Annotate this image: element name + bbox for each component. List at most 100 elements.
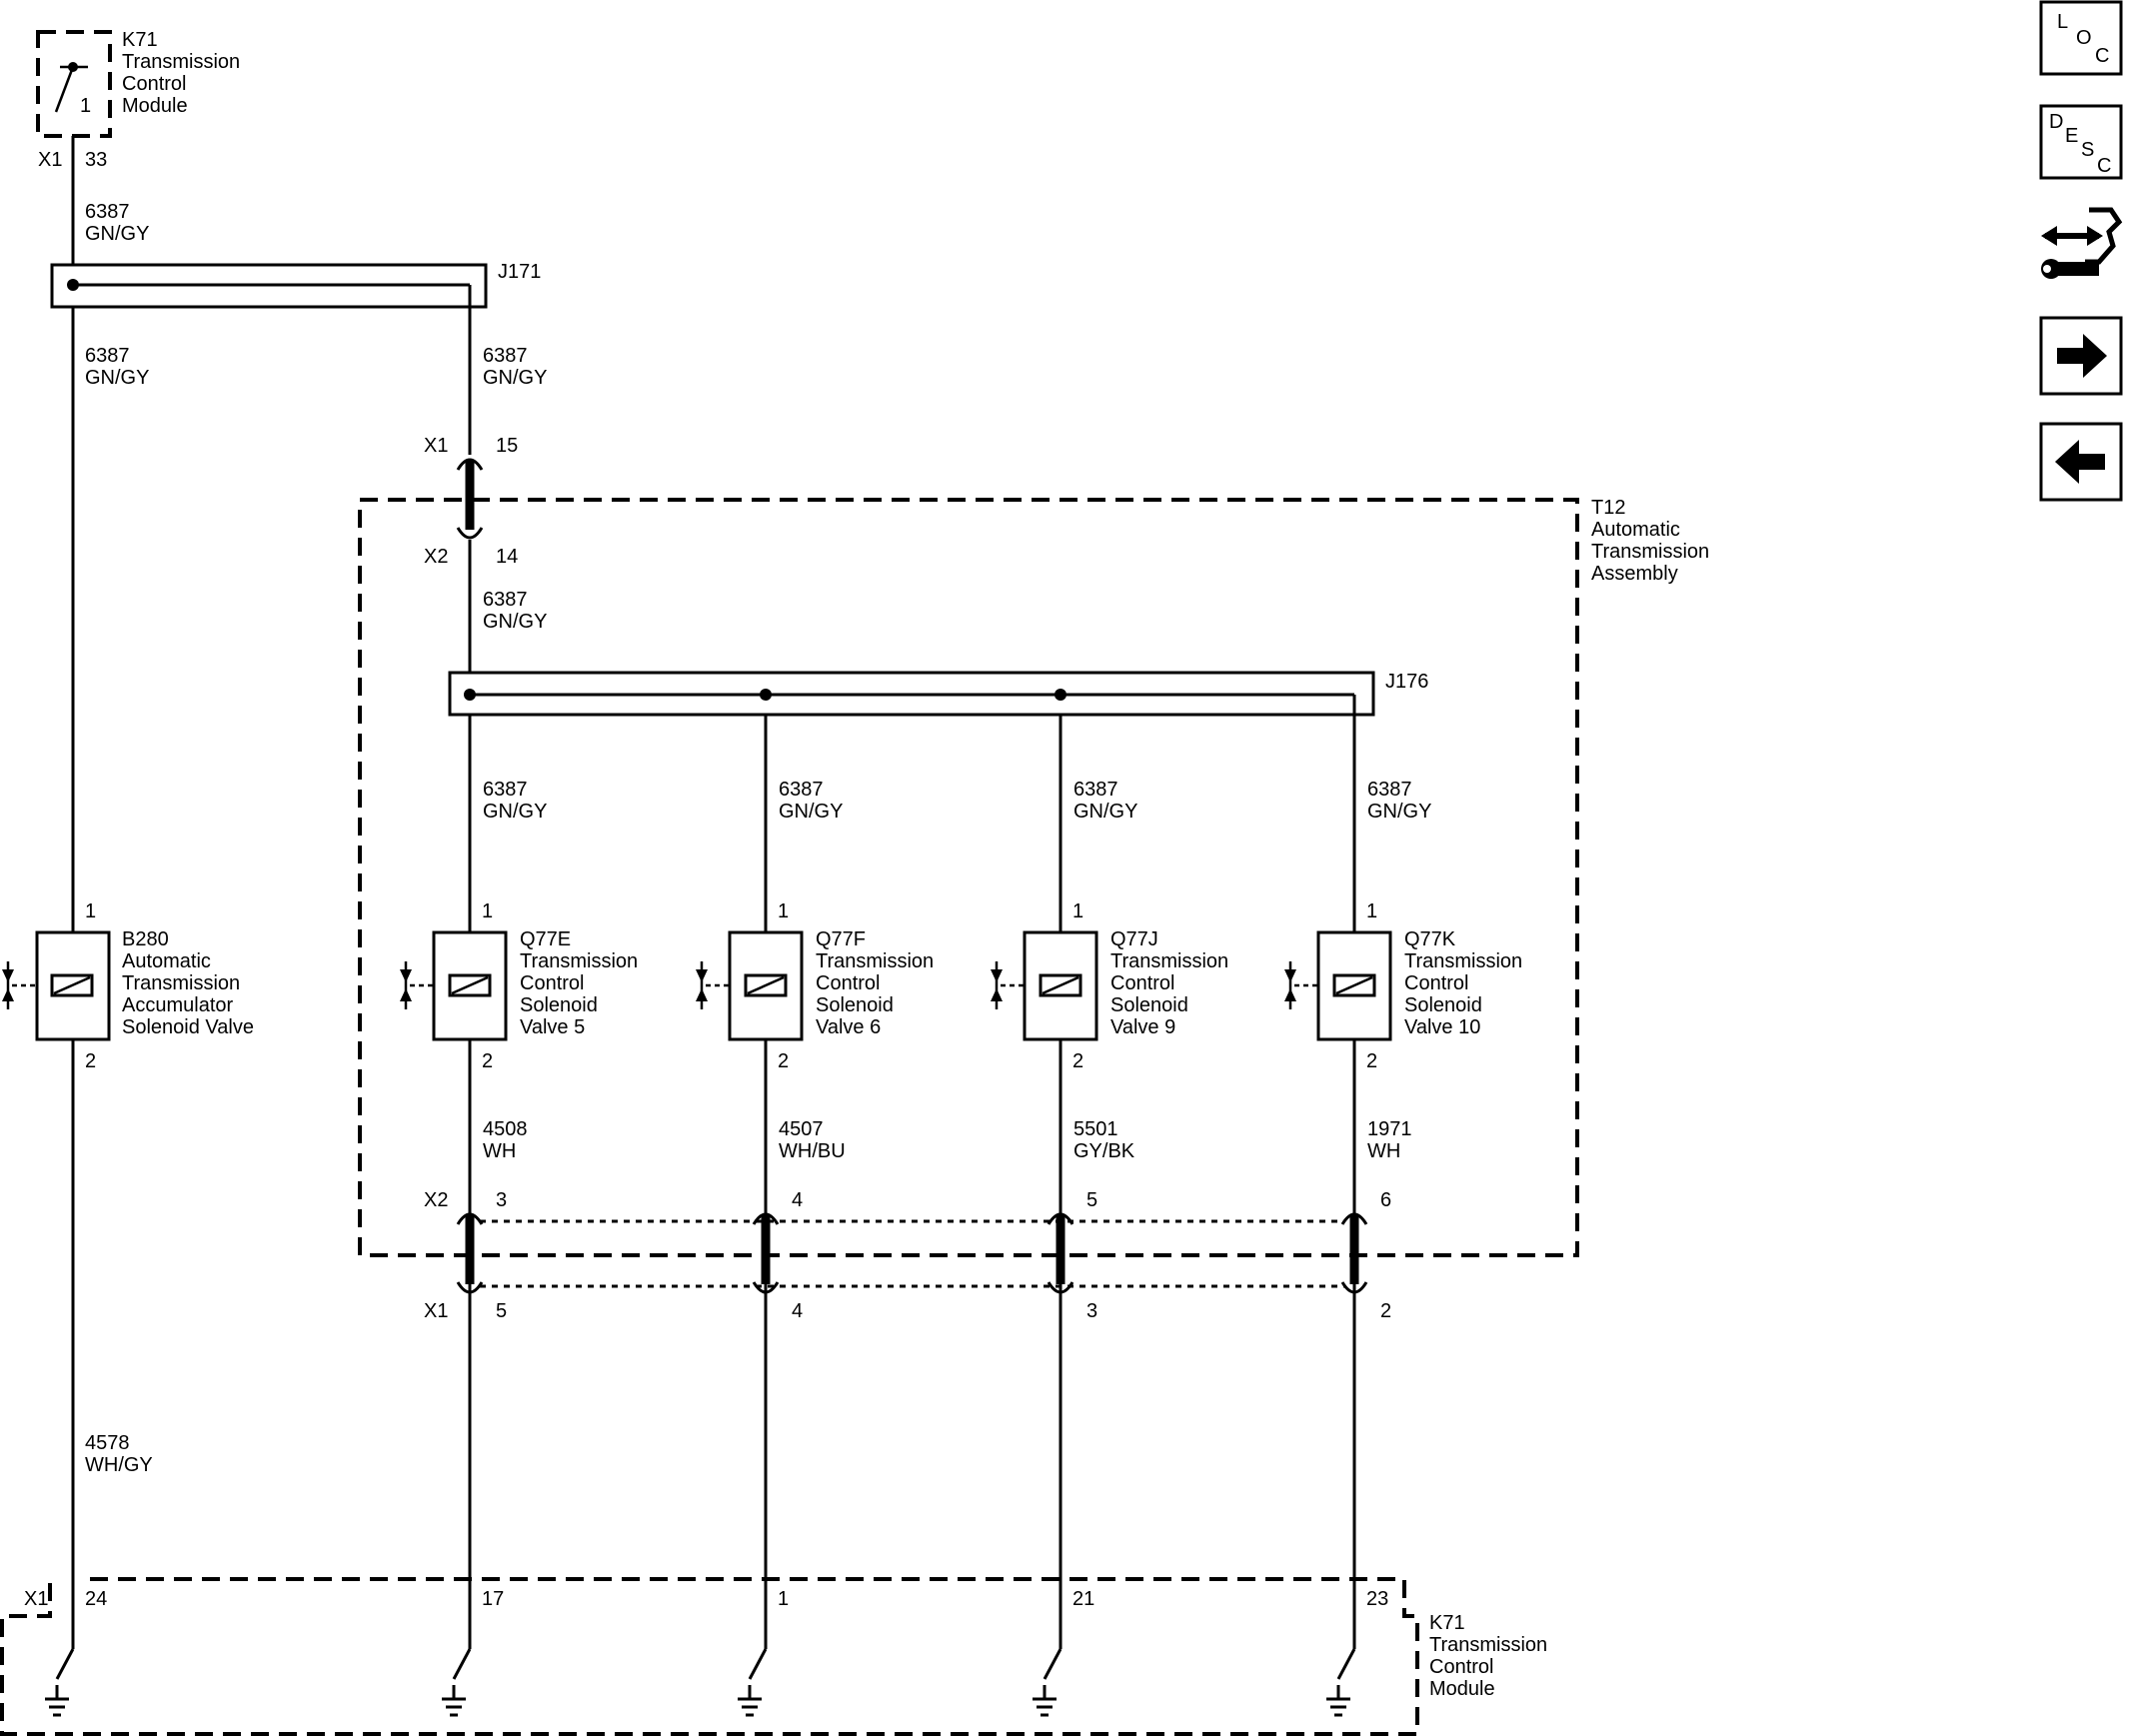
nav-desc-button[interactable]: D E S C bbox=[2039, 104, 2123, 180]
solenoid-id: Q77F bbox=[816, 928, 866, 950]
solenoid-tcm-pin: 1 bbox=[778, 1588, 789, 1610]
solenoid-pin-bottom: 2 bbox=[778, 1050, 789, 1072]
b280-name-3: Accumulator bbox=[122, 994, 233, 1016]
solenoid-name-3: Solenoid bbox=[1110, 994, 1188, 1016]
t12-name-3: Assembly bbox=[1591, 563, 1678, 585]
splice-j171: J171 bbox=[50, 261, 541, 309]
trunk-circuit-top: 6387 bbox=[85, 201, 130, 223]
ground-switch bbox=[738, 1579, 768, 1717]
solenoid-feed-color: GN/GY bbox=[779, 801, 843, 823]
b280-id: B280 bbox=[122, 928, 169, 950]
solenoid-x2-pin: 3 bbox=[496, 1189, 507, 1211]
solenoid-feed-circuit: 6387 bbox=[1367, 779, 1412, 801]
solenoid-id: Q77J bbox=[1110, 928, 1158, 950]
solenoid-tcm-pin: 17 bbox=[482, 1588, 504, 1610]
top-tcm-pin: 1 bbox=[80, 95, 91, 117]
nav-desc-letter-4: C bbox=[2097, 155, 2111, 177]
bottom-tcm-connector: X1 bbox=[24, 1588, 48, 1610]
solenoid-out-color: WH bbox=[483, 1140, 516, 1162]
switch-contact bbox=[54, 66, 75, 113]
bottom-tcm-name-2: Control bbox=[1429, 1656, 1493, 1678]
ground-switch bbox=[1326, 1579, 1356, 1717]
solenoid-out-circuit: 5501 bbox=[1073, 1118, 1118, 1140]
solenoid-columns: 6387GN/GY1Q77ETransmissionControlSolenoi… bbox=[400, 715, 1522, 1649]
solenoid-tcm-pin: 23 bbox=[1366, 1588, 1388, 1610]
branch-color: GN/GY bbox=[483, 367, 547, 389]
solenoid-x2-pin: 6 bbox=[1380, 1189, 1391, 1211]
top-tcm-name-2: Control bbox=[122, 73, 186, 95]
solenoid-feed-color: GN/GY bbox=[483, 801, 547, 823]
arrow-right-icon[interactable] bbox=[2039, 316, 2123, 396]
solenoid-name-4: Valve 6 bbox=[816, 1016, 881, 1038]
assembly-color: GN/GY bbox=[483, 611, 547, 633]
t12-name-1: Automatic bbox=[1591, 519, 1680, 541]
nav-loc-letter-3: C bbox=[2095, 45, 2109, 67]
inline-x2-label: X2 bbox=[424, 546, 448, 568]
bottom-tcm-module: X1 24 K71 Transmission Control Module bbox=[0, 1577, 1547, 1736]
solenoid-name-3: Solenoid bbox=[1404, 994, 1482, 1016]
nav-loc-letter-1: L bbox=[2057, 11, 2068, 33]
top-tcm-name-3: Module bbox=[122, 95, 188, 117]
solenoid-name-2: Control bbox=[1404, 972, 1468, 994]
solenoid-out-circuit: 4508 bbox=[483, 1118, 528, 1140]
trunk-color-top: GN/GY bbox=[85, 223, 149, 245]
solenoid-x1-pin: 3 bbox=[1086, 1300, 1097, 1322]
solenoid-feed-circuit: 6387 bbox=[779, 779, 824, 801]
solenoid-feed-circuit: 6387 bbox=[1073, 779, 1118, 801]
ground-switch bbox=[45, 1579, 75, 1717]
splice-j171-label: J171 bbox=[498, 261, 541, 283]
solenoid-name-3: Solenoid bbox=[520, 994, 598, 1016]
solenoid-name-3: Solenoid bbox=[816, 994, 894, 1016]
branch-circuit: 6387 bbox=[483, 345, 528, 367]
solenoid-name-2: Control bbox=[816, 972, 880, 994]
inline-connector-x1-x2: X1 15 X2 14 bbox=[424, 435, 518, 568]
bottom-tcm-name-1: Transmission bbox=[1429, 1634, 1547, 1656]
solenoid-pin-bottom: 2 bbox=[1072, 1050, 1083, 1072]
b280-name-1: Automatic bbox=[122, 950, 211, 972]
solenoid-q77k: 6387GN/GY1Q77KTransmissionControlSolenoi… bbox=[1284, 715, 1522, 1649]
splice-j176-label: J176 bbox=[1385, 671, 1428, 693]
solenoid-pin-top: 1 bbox=[778, 900, 789, 922]
nav-loc-letter-2: O bbox=[2076, 27, 2092, 49]
solenoid-name-2: Control bbox=[520, 972, 584, 994]
solenoid-name-1: Transmission bbox=[1404, 950, 1522, 972]
ground-switches bbox=[45, 1579, 1356, 1717]
solenoid-out-color: WH/BU bbox=[779, 1140, 846, 1162]
solenoid-out-color: WH bbox=[1367, 1140, 1400, 1162]
top-tcm-name-1: Transmission bbox=[122, 51, 240, 73]
solenoid-q77e: 6387GN/GY1Q77ETransmissionControlSolenoi… bbox=[400, 715, 638, 1649]
solenoid-feed-color: GN/GY bbox=[1073, 801, 1137, 823]
solenoid-out-circuit: 4507 bbox=[779, 1118, 824, 1140]
top-tcm-id: K71 bbox=[122, 29, 158, 51]
connector-info-icon[interactable] bbox=[2041, 207, 2123, 279]
x1-connector-label: X1 bbox=[424, 1300, 448, 1322]
t12-assembly-boundary bbox=[358, 498, 1579, 1257]
solenoid-x1-pin: 4 bbox=[792, 1300, 803, 1322]
solenoid-pin-top: 1 bbox=[1366, 900, 1377, 922]
arrow-left-icon[interactable] bbox=[2039, 422, 2123, 502]
splice-j176: J176 bbox=[448, 671, 1428, 717]
bottom-tcm-id: K71 bbox=[1429, 1612, 1465, 1634]
bottom-tcm-name-3: Module bbox=[1429, 1678, 1495, 1700]
nav-desc-letter-1: D bbox=[2049, 111, 2063, 133]
assembly-circuit: 6387 bbox=[483, 589, 528, 611]
solenoid-x1-pin: 5 bbox=[496, 1300, 507, 1322]
solenoid-pin-top: 1 bbox=[1072, 900, 1083, 922]
trunk-circuit-left: 6387 bbox=[85, 345, 130, 367]
top-tcm-connector-pin: 33 bbox=[85, 149, 107, 171]
x2-connector-label: X2 bbox=[424, 1189, 448, 1211]
t12-id: T12 bbox=[1591, 497, 1625, 519]
solenoid-feed-color: GN/GY bbox=[1367, 801, 1431, 823]
inline-x2-pin: 14 bbox=[496, 546, 518, 568]
b280-name-4: Solenoid Valve bbox=[122, 1016, 254, 1038]
solenoid-name-1: Transmission bbox=[1110, 950, 1228, 972]
solenoid-name-4: Valve 9 bbox=[1110, 1016, 1175, 1038]
inline-x1-pin: 15 bbox=[496, 435, 518, 457]
solenoid-q77j: 6387GN/GY1Q77JTransmissionControlSolenoi… bbox=[991, 715, 1228, 1649]
solenoid-tcm-pin: 21 bbox=[1072, 1588, 1094, 1610]
ground-switch bbox=[1033, 1579, 1063, 1717]
ground-switch bbox=[442, 1579, 472, 1717]
nav-loc-button[interactable]: L O C bbox=[2039, 0, 2123, 76]
solenoid-out-circuit: 1971 bbox=[1367, 1118, 1412, 1140]
b280-tcm-pin: 24 bbox=[85, 1588, 107, 1610]
